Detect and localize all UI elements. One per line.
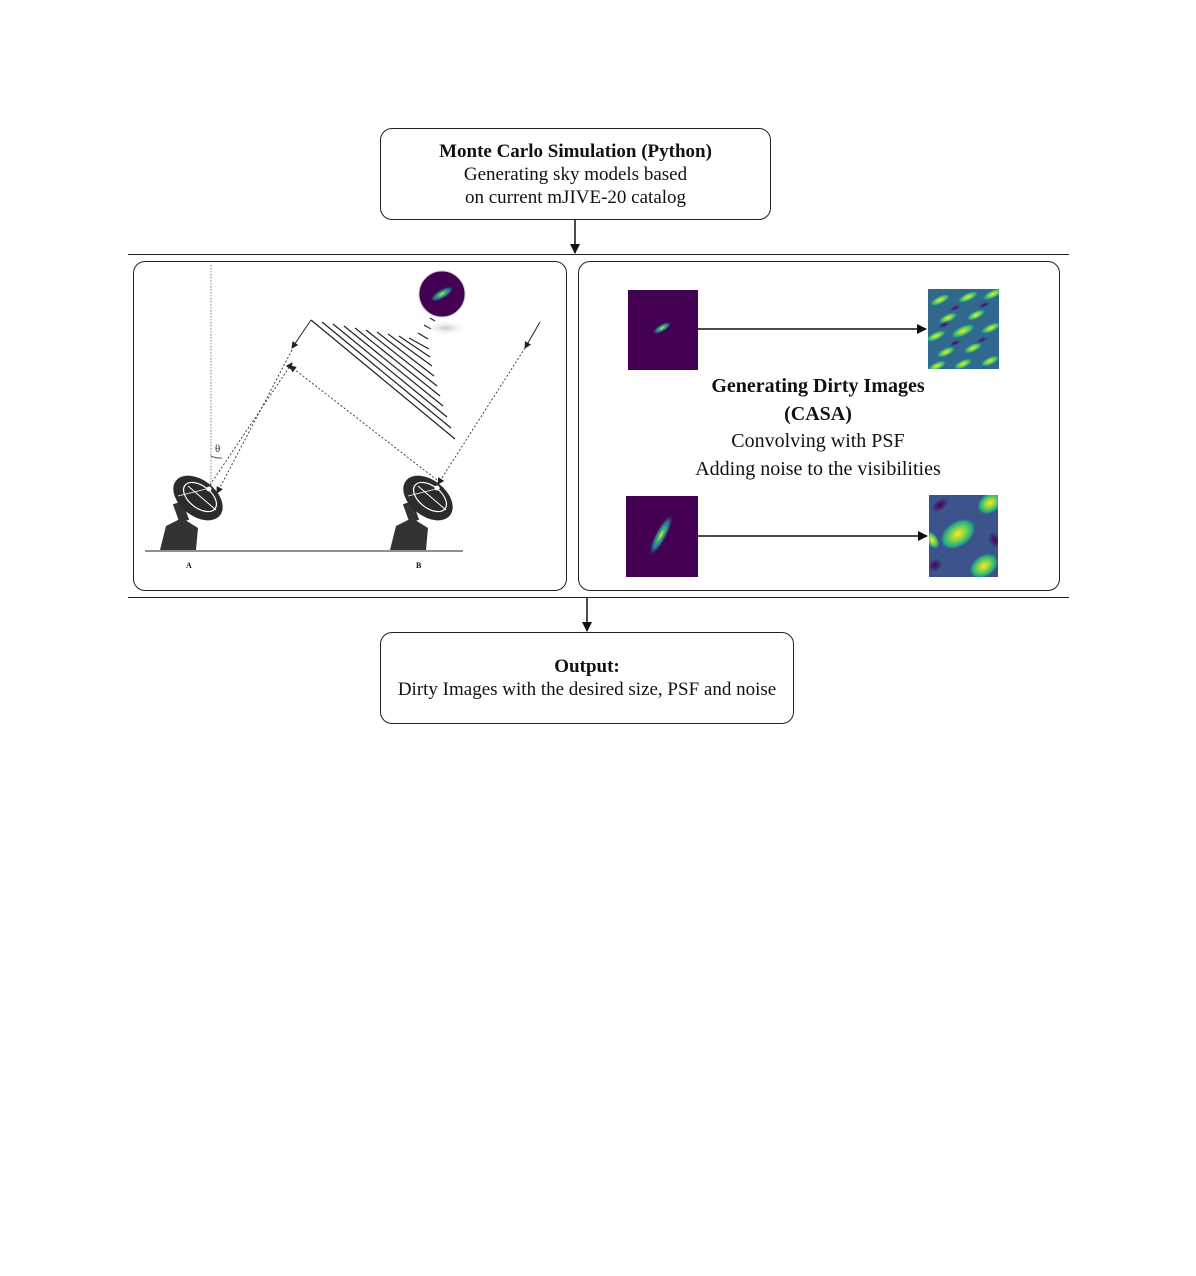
antenna-b-label: B (416, 561, 422, 570)
output-box: Output: Dirty Images with the desired si… (380, 632, 794, 724)
interferometer-drawing: θ A B (145, 265, 541, 570)
source-image-top (628, 290, 698, 370)
output-title: Output: (554, 656, 620, 677)
dirty-images-line-2: Adding noise to the visibilities (695, 457, 941, 480)
simulation-title: Monte Carlo Simulation (Python) (439, 141, 712, 162)
dirty-images-title-1: Generating Dirty Images (711, 375, 925, 397)
dirty-image-top (928, 289, 999, 369)
interferometer-panel (133, 261, 567, 591)
antenna-b-icon (390, 475, 453, 550)
dirty-images-line-1: Convolving with PSF (731, 430, 905, 452)
separator-top (128, 254, 1069, 255)
simulation-box: Monte Carlo Simulation (Python) Generati… (380, 128, 771, 220)
dirty-images-text: Generating Dirty Images (CASA) Convolvin… (640, 373, 996, 483)
dirty-image-bottom (929, 495, 998, 577)
separator-bottom (128, 597, 1069, 598)
output-line-1: Dirty Images with the desired size, PSF … (397, 679, 777, 700)
dirty-images-title-2: (CASA) (784, 402, 852, 425)
simulation-line-2: on current mJIVE-20 catalog (464, 187, 687, 208)
simulation-line-1: Generating sky models based (463, 164, 688, 185)
source-image-bottom (626, 496, 698, 577)
antenna-a-icon (160, 475, 223, 550)
antenna-a-label: A (186, 561, 192, 570)
angle-label: θ (215, 443, 220, 455)
